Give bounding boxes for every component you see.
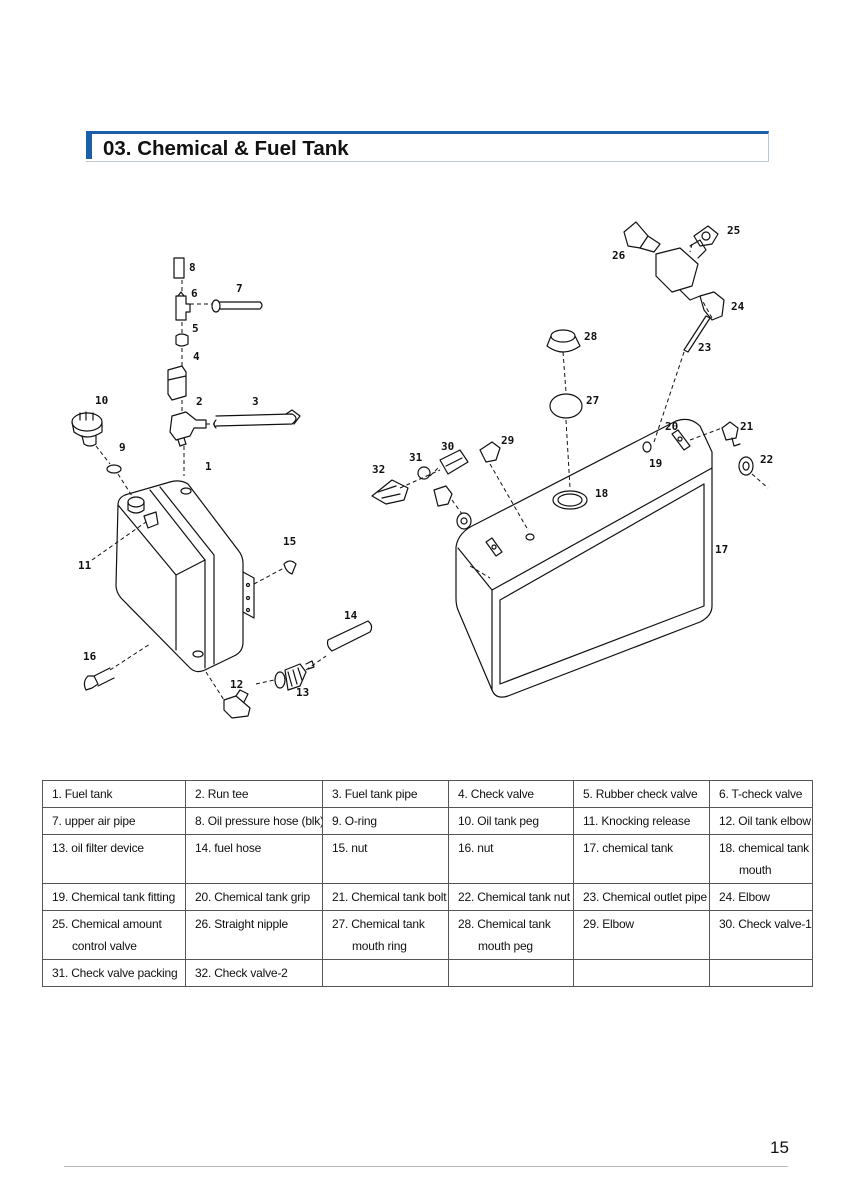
table-cell: 2. Run tee [185, 780, 323, 808]
callout-3: 3 [252, 395, 259, 408]
callout-30: 30 [441, 440, 454, 453]
table-cell: 1. Fuel tank [42, 780, 186, 808]
table-cell: 9. O-ring [322, 807, 449, 835]
table-cell [322, 959, 449, 987]
part-name-continuation: control valve [72, 939, 137, 953]
footer-rule [64, 1166, 788, 1167]
callout-1: 1 [205, 460, 212, 473]
table-cell: 27. Chemical tank mouth ring [322, 910, 449, 960]
table-cell: 11. Knocking release [573, 807, 710, 835]
table-cell: 25. Chemical amount control valve [42, 910, 186, 960]
table-cell: 31. Check valve packing [42, 959, 186, 987]
callout-27: 27 [586, 394, 599, 407]
part-name-line: 25. Chemical amount [52, 917, 162, 931]
callout-29: 29 [501, 434, 514, 447]
table-cell: 10. Oil tank peg [448, 807, 574, 835]
part-name-continuation: mouth peg [478, 939, 533, 953]
table-cell: 29. Elbow [573, 910, 710, 960]
table-cell: 24. Elbow [709, 883, 813, 911]
part-name-line: 18. chemical tank [719, 841, 809, 855]
table-cell [448, 959, 574, 987]
callout-17: 17 [715, 543, 728, 556]
table-cell: 3. Fuel tank pipe [322, 780, 449, 808]
callout-9: 9 [119, 441, 126, 454]
callout-18: 18 [595, 487, 608, 500]
table-cell: 23. Chemical outlet pipe [573, 883, 710, 911]
part-name-continuation: mouth [739, 863, 772, 877]
callout-25: 25 [727, 224, 740, 237]
callout-4: 4 [193, 350, 200, 363]
table-cell: 14. fuel hose [185, 834, 323, 884]
callout-23: 23 [698, 341, 711, 354]
table-cell: 12. Oil tank elbow [709, 807, 813, 835]
table-row: 25. Chemical amount control valve 26. Stra… [42, 910, 813, 960]
callout-28: 28 [584, 330, 597, 343]
callout-13: 13 [296, 686, 309, 699]
header-accent-bar [86, 131, 92, 159]
table-cell: 8. Oil pressure hose (blk) [185, 807, 323, 835]
callout-6: 6 [191, 287, 198, 300]
page-number: 15 [770, 1138, 789, 1157]
table-cell: 20. Chemical tank grip [185, 883, 323, 911]
table-cell: 16. nut [448, 834, 574, 884]
callout-16: 16 [83, 650, 97, 663]
section-title: 03. Chemical & Fuel Tank [103, 137, 349, 160]
callout-11: 11 [78, 559, 92, 572]
callout-26: 26 [612, 249, 626, 262]
callout-2: 2 [196, 395, 203, 408]
callout-10: 10 [95, 394, 108, 407]
part-name-continuation: mouth ring [352, 939, 407, 953]
callout-32: 32 [372, 463, 385, 476]
callout-5: 5 [192, 322, 199, 335]
callout-21: 21 [740, 420, 754, 433]
table-cell: 30. Check valve-1 [709, 910, 813, 960]
table-cell: 13. oil filter device [42, 834, 186, 884]
table-cell: 26. Straight nipple [185, 910, 323, 960]
callout-14: 14 [344, 609, 358, 622]
table-cell: 17. chemical tank [573, 834, 710, 884]
table-cell [573, 959, 710, 987]
part-name-line: 28. Chemical tank [458, 917, 551, 931]
part-name-line: 27. Chemical tank [332, 917, 425, 931]
table-cell [709, 959, 813, 987]
table-cell: 4. Check valve [448, 780, 574, 808]
callout-24: 24 [731, 300, 745, 313]
table-cell: 6. T-check valve [709, 780, 813, 808]
callout-15: 15 [283, 535, 296, 548]
callout-19: 19 [649, 457, 662, 470]
callout-7: 7 [236, 282, 243, 295]
callout-20: 20 [665, 420, 678, 433]
callout-22: 22 [760, 453, 773, 466]
exploded-parts-diagram: 1 2 3 4 5 6 7 8 9 10 11 12 13 14 15 16 1… [71, 221, 773, 719]
callout-12: 12 [230, 678, 243, 691]
table-cell: 19. Chemical tank fitting [42, 883, 186, 911]
callout-8: 8 [189, 261, 196, 274]
table-cell: 7. upper air pipe [42, 807, 186, 835]
section-header: 03. Chemical & Fuel Tank [86, 131, 769, 162]
table-cell: 28. Chemical tank mouth peg [448, 910, 574, 960]
table-cell: 18. chemical tank mouth [709, 834, 813, 884]
table-cell: 32. Check valve-2 [185, 959, 323, 987]
callout-31: 31 [409, 451, 423, 464]
table-cell: 5. Rubber check valve [573, 780, 710, 808]
table-cell: 21. Chemical tank bolt [322, 883, 449, 911]
table-cell: 15. nut [322, 834, 449, 884]
table-cell: 22. Chemical tank nut [448, 883, 574, 911]
